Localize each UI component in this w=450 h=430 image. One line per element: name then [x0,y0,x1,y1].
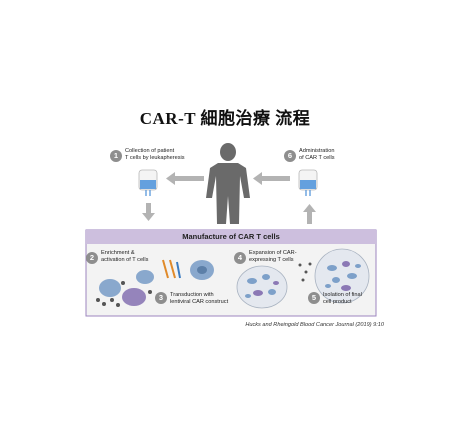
patient-figure [206,143,250,224]
step-5-badge: 5 [308,292,320,304]
step-4-badge: 4 [234,252,246,264]
page-title: CAR-T 細胞治療 流程 [139,109,311,128]
expansion-dish [236,262,312,309]
step-1-badge: 1 [110,150,122,162]
lentiviral-construct [162,259,214,280]
citation: Hucks and Rheingold Blood Cancer Journal… [245,322,384,328]
step-3-label: Transduction with lentiviral CAR constru… [170,292,229,305]
step-2-badge: 2 [86,252,98,264]
step-5-label: Isolation of final cell product [323,292,362,305]
flow-arrows [142,172,316,224]
step-6-label: Administration of CAR T cells [299,148,335,161]
step-2-label: Enrichment & activation of T cells [101,250,149,263]
administration-bag-icon [298,169,318,196]
step-3-badge: 3 [155,292,167,304]
step-4-label: Expansion of CAR- expressing T cells [249,250,297,263]
step-1-label: Collection of patient T cells by leukaph… [125,148,185,161]
step-6-badge: 6 [284,150,296,162]
activated-t-cells [96,270,154,307]
manufacture-title: Manufacture of CAR T cells [86,230,376,244]
collection-bag-icon [138,169,158,196]
final-product-dish [314,248,370,304]
